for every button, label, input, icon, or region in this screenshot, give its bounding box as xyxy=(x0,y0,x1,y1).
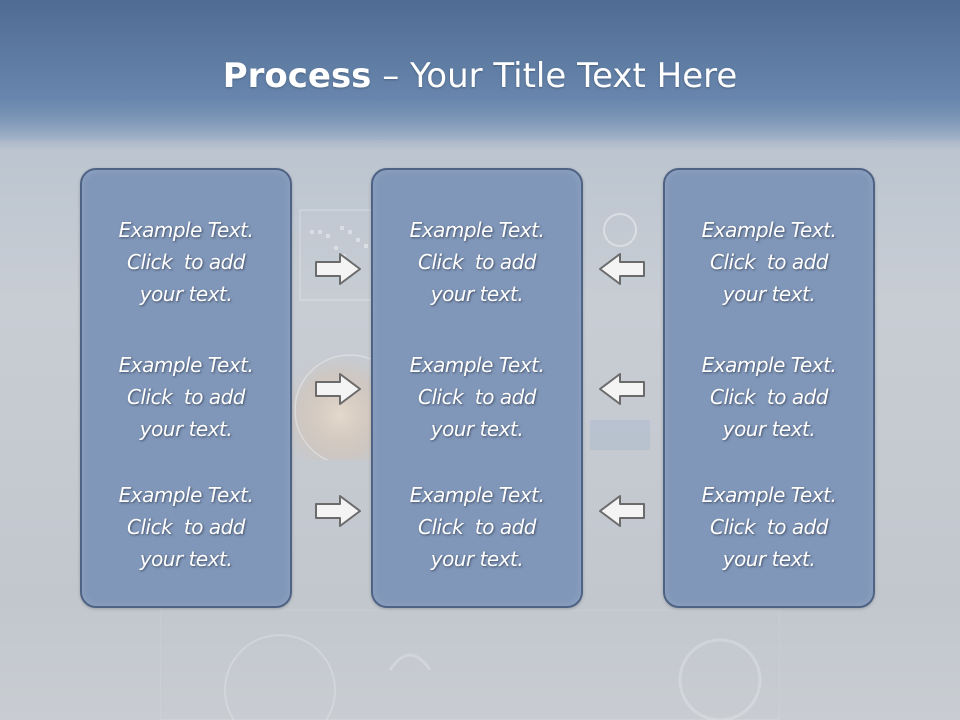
text-line: Example Text. xyxy=(409,218,545,242)
title-bold: Process xyxy=(222,56,372,96)
process-box-center[interactable]: Example Text. Click to add your text. Ex… xyxy=(371,168,583,608)
page-title: Process – Your Title Text Here xyxy=(0,52,960,100)
arrow-right-icon xyxy=(315,373,361,405)
text-line: Example Text. xyxy=(118,218,254,242)
text-line: Example Text. xyxy=(701,353,837,377)
text-line: Example Text. xyxy=(701,483,837,507)
arrow-right-icon xyxy=(315,253,361,285)
text-line: Click to add xyxy=(418,250,536,274)
text-line: Click to add xyxy=(127,515,245,539)
text-block[interactable]: Example Text. Click to add your text. xyxy=(373,479,581,575)
title-rest: – Your Title Text Here xyxy=(371,56,738,96)
text-line: Example Text. xyxy=(118,353,254,377)
text-block[interactable]: Example Text. Click to add your text. xyxy=(373,214,581,310)
text-line: Click to add xyxy=(418,515,536,539)
text-block[interactable]: Example Text. Click to add your text. xyxy=(82,214,290,310)
text-block[interactable]: Example Text. Click to add your text. xyxy=(665,479,873,575)
text-line: Click to add xyxy=(710,250,828,274)
arrow-left-icon xyxy=(599,373,645,405)
text-block[interactable]: Example Text. Click to add your text. xyxy=(82,479,290,575)
title-band xyxy=(0,0,960,140)
background-bottom-image xyxy=(160,610,780,720)
text-line: your text. xyxy=(139,547,233,571)
text-line: Example Text. xyxy=(118,483,254,507)
text-line: Click to add xyxy=(127,385,245,409)
text-block[interactable]: Example Text. Click to add your text. xyxy=(373,349,581,445)
text-line: Click to add xyxy=(127,250,245,274)
text-block[interactable]: Example Text. Click to add your text. xyxy=(665,349,873,445)
process-box-right[interactable]: Example Text. Click to add your text. Ex… xyxy=(663,168,875,608)
text-line: your text. xyxy=(722,282,816,306)
text-line: your text. xyxy=(139,282,233,306)
text-line: your text. xyxy=(430,547,524,571)
text-line: Example Text. xyxy=(701,218,837,242)
text-line: your text. xyxy=(139,417,233,441)
text-line: your text. xyxy=(722,547,816,571)
text-line: Example Text. xyxy=(409,353,545,377)
arrow-left-icon xyxy=(599,495,645,527)
text-block[interactable]: Example Text. Click to add your text. xyxy=(665,214,873,310)
text-line: your text. xyxy=(430,417,524,441)
arrow-right-icon xyxy=(315,495,361,527)
text-line: your text. xyxy=(430,282,524,306)
process-box-left[interactable]: Example Text. Click to add your text. Ex… xyxy=(80,168,292,608)
arrow-left-icon xyxy=(599,253,645,285)
text-line: Click to add xyxy=(710,385,828,409)
text-block[interactable]: Example Text. Click to add your text. xyxy=(82,349,290,445)
text-line: Click to add xyxy=(418,385,536,409)
text-line: Click to add xyxy=(710,515,828,539)
text-line: your text. xyxy=(722,417,816,441)
text-line: Example Text. xyxy=(409,483,545,507)
